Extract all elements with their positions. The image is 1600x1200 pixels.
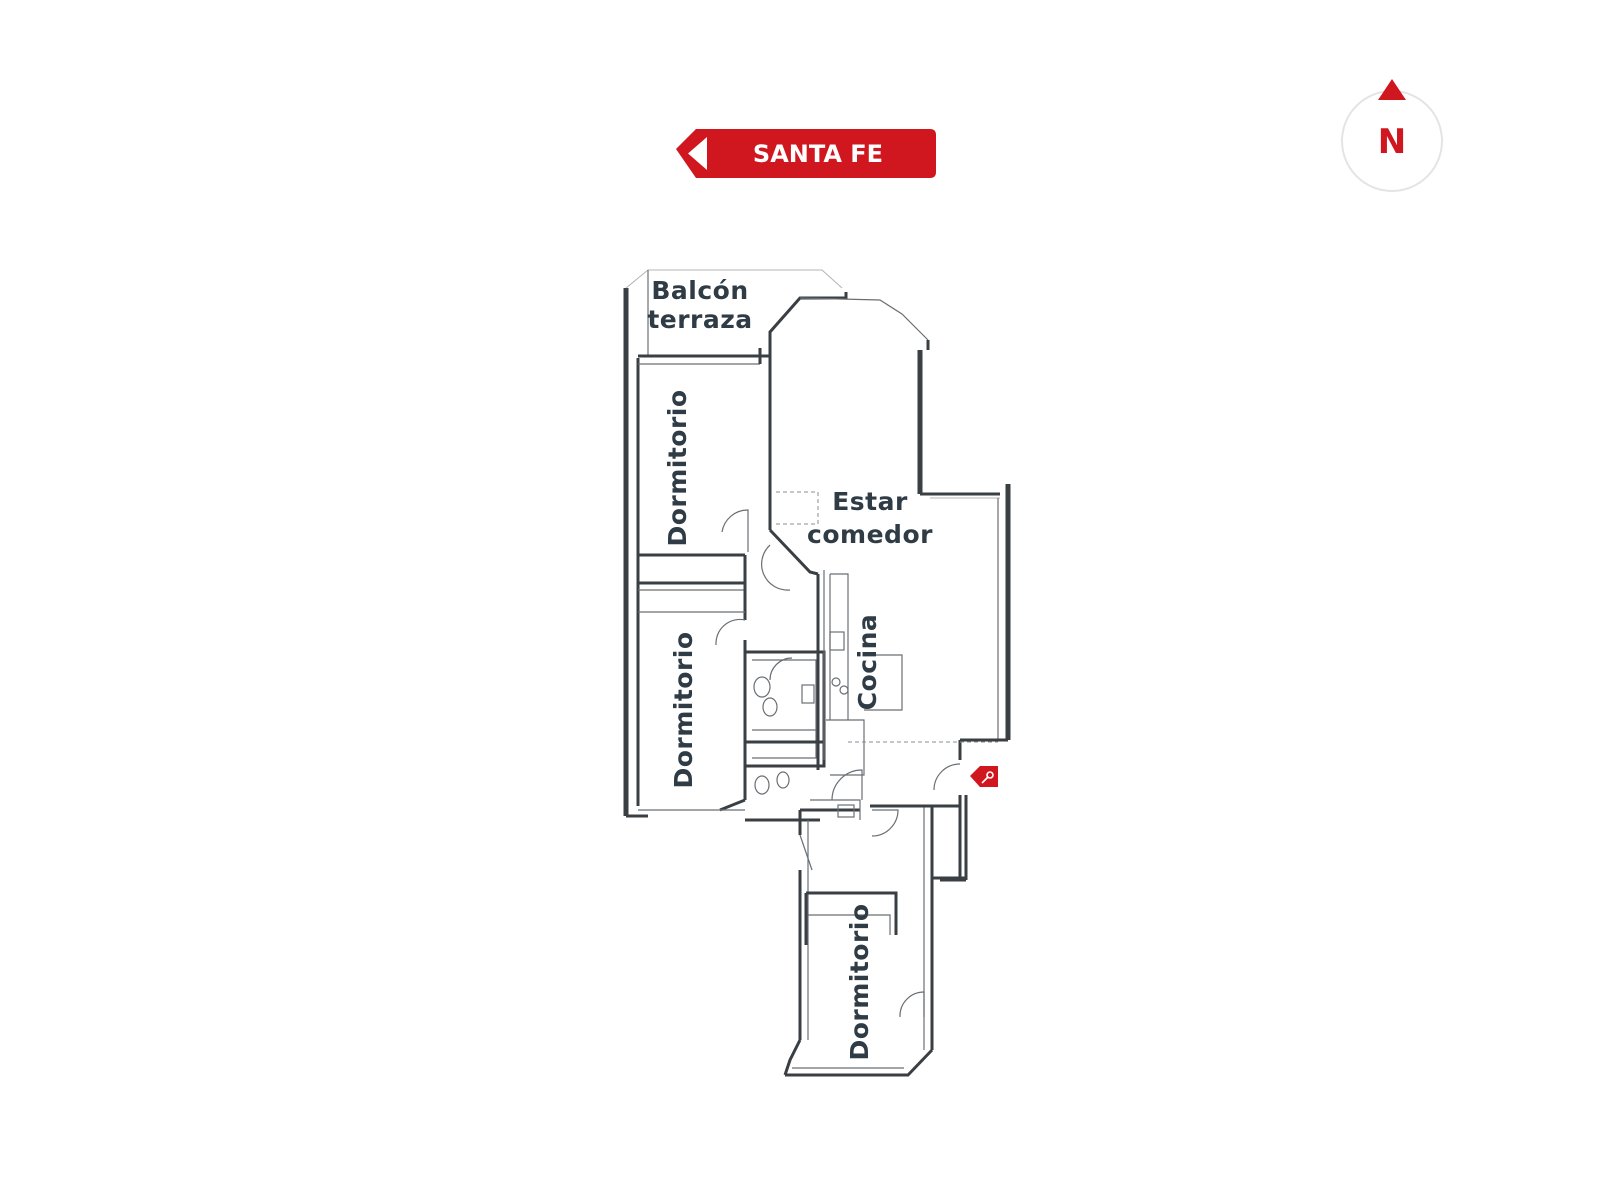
stove-burner-icon	[831, 677, 841, 687]
bidet-icon	[762, 697, 778, 717]
toilet-icon	[753, 676, 771, 698]
kitchen-label: Cocina	[853, 614, 882, 711]
bedroom-3-label: Dormitorio	[845, 903, 874, 1060]
arrow-left-icon	[688, 137, 707, 170]
stove-burner-icon-2	[839, 685, 849, 695]
key-icon	[981, 771, 994, 784]
living-label-line1: Estar	[832, 487, 908, 516]
compass: N	[1341, 79, 1443, 192]
bidet-icon-2	[776, 771, 790, 789]
balcony-label-line1: Balcón	[651, 276, 748, 305]
bathroom-fixtures	[753, 631, 855, 818]
bedroom-1-label: Dormitorio	[663, 389, 692, 546]
compass-north-label: N	[1378, 122, 1406, 162]
living-label-line2: comedor	[807, 520, 933, 549]
entrance-marker	[970, 766, 998, 787]
bedroom-2-label: Dormitorio	[669, 631, 698, 788]
sink-icon-2	[837, 804, 855, 818]
doors	[715, 509, 961, 1018]
street-sign-banner	[676, 129, 936, 178]
street-sign: SANTA FE	[676, 129, 936, 178]
sink-icon	[801, 684, 815, 704]
balcony-label-line2: terraza	[647, 305, 752, 334]
kitchen-sink-icon	[829, 631, 845, 651]
key-tag	[970, 766, 998, 787]
street-name: SANTA FE	[753, 140, 883, 168]
toilet-icon-2	[754, 775, 770, 795]
north-arrow-icon	[1378, 79, 1406, 100]
room-labels: Balcón terraza Dormitorio Dormitorio Dor…	[647, 276, 933, 1061]
